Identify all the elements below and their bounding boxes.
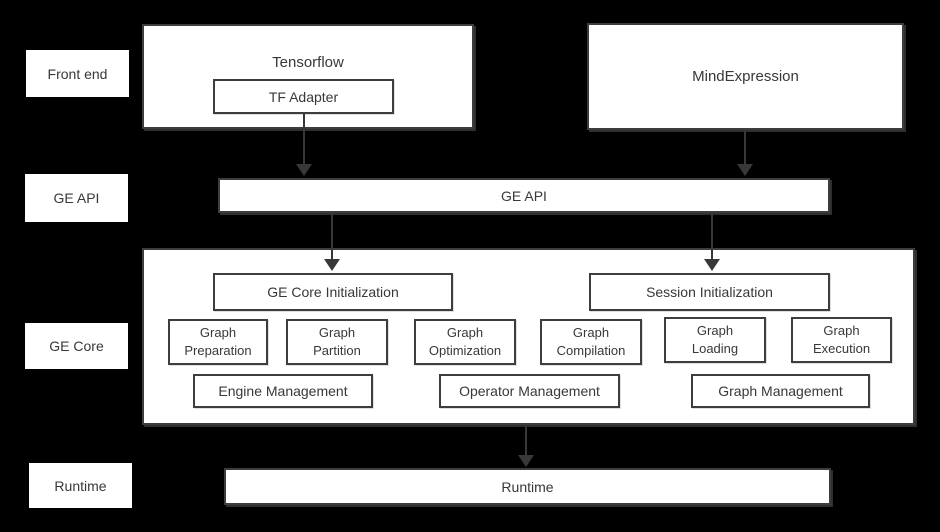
arrow-head-icon [737,164,753,176]
tensorflow-box: Tensorflow TF Adapter [142,24,474,129]
arrow-shaft [303,114,305,164]
graph-preparation-box: Graph Preparation [168,319,268,365]
operator-management-box: Operator Management [439,374,620,408]
tensorflow-label: Tensorflow [272,54,344,71]
ge-core-initialization-box: GE Core Initialization [213,273,453,311]
engine-management-box: Engine Management [193,374,373,408]
tf-adapter-box: TF Adapter [213,79,394,114]
row-label-ge-core: GE Core [25,323,128,369]
arrow-ge-api-to-ge-core-init [324,213,340,271]
graph-loading-box: Graph Loading [664,317,766,363]
arrow-head-icon [518,455,534,467]
row-label-front-end: Front end [26,50,129,97]
ge-core-box: GE Core Initialization Session Initializ… [142,248,915,425]
runtime-bar: Runtime [224,468,831,505]
arrow-head-icon [324,259,340,271]
graph-optimization-box: Graph Optimization [414,319,516,365]
arrow-shaft [711,213,713,259]
graph-management-box: Graph Management [691,374,870,408]
session-initialization-box: Session Initialization [589,273,830,311]
mindexpression-box: MindExpression [587,23,904,130]
row-label-ge-api: GE API [25,174,128,222]
arrow-tf-adapter-to-ge-api [296,114,312,176]
graph-compilation-box: Graph Compilation [540,319,642,365]
ge-api-bar: GE API [218,178,830,213]
arrow-head-icon [296,164,312,176]
arrow-shaft [331,213,333,259]
arrow-shaft [525,425,527,455]
row-label-runtime: Runtime [29,463,132,508]
graph-execution-box: Graph Execution [791,317,892,363]
arrow-mindexpression-to-ge-api [737,130,753,176]
arrow-shaft [744,130,746,164]
graph-partition-box: Graph Partition [286,319,388,365]
arrow-head-icon [704,259,720,271]
arrow-ge-api-to-session-init [704,213,720,271]
arrow-ge-core-to-runtime [518,425,534,467]
